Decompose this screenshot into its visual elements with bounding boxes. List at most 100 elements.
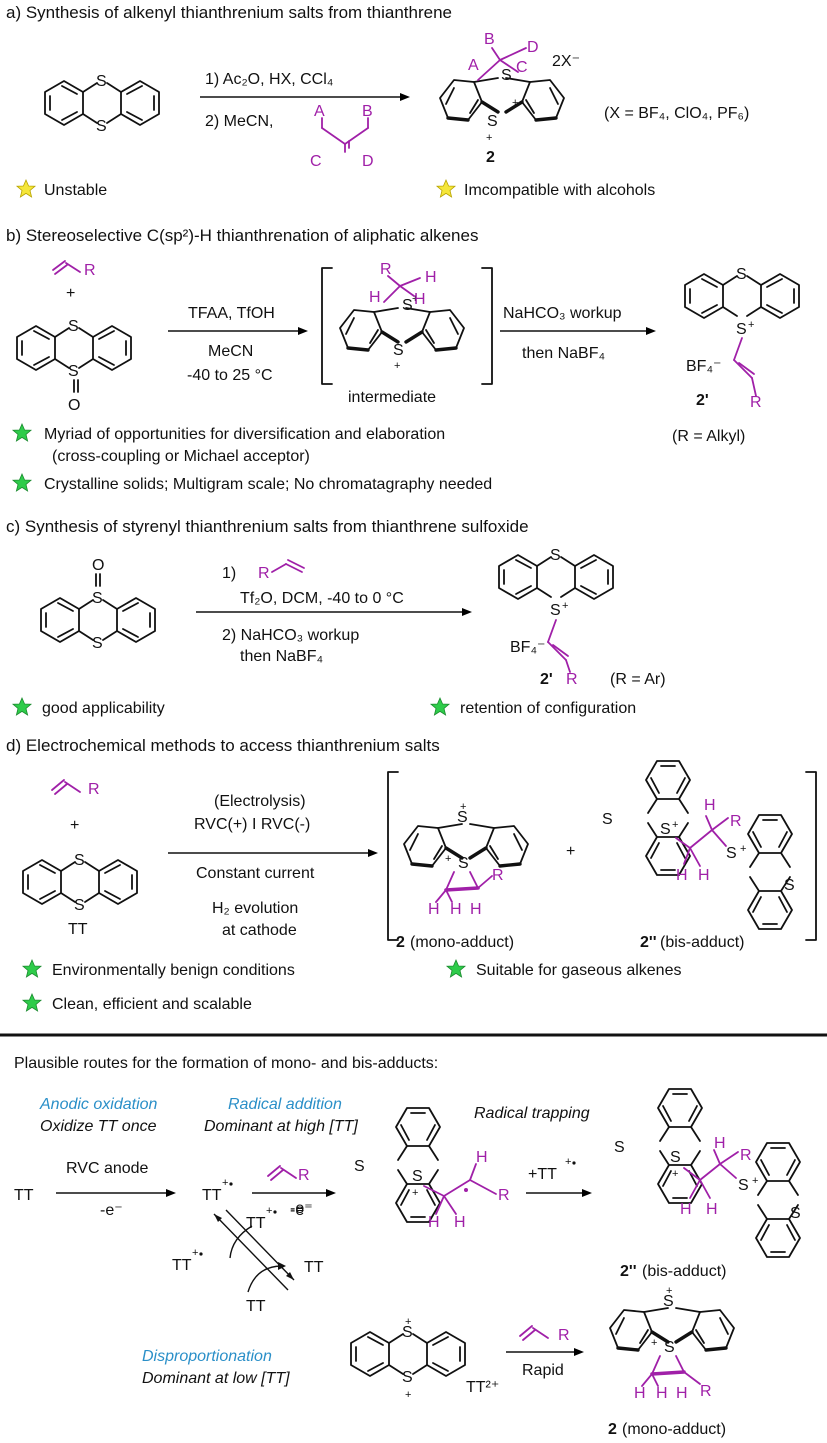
charge-label: + (192, 1247, 198, 1259)
hydrogen-label: H (369, 289, 381, 306)
star-icon (436, 179, 456, 198)
arrow-rapid (506, 1348, 584, 1356)
sulfur-label: S (68, 363, 79, 380)
sulfur-label: S (784, 877, 795, 894)
thianthrene-oxide-b: S S O (17, 318, 131, 414)
r-alkyl-note: (R = Alkyl) (672, 428, 745, 445)
sulfur-label: S (402, 1369, 413, 1386)
charge-label: + (266, 1205, 272, 1217)
tt-dication-structure: S + S + (351, 1316, 465, 1401)
reaction-arrow-b1 (168, 327, 308, 335)
substituent-c: C (516, 59, 528, 76)
substituent-d: D (527, 39, 539, 56)
plus-sign: + (70, 817, 79, 834)
sulfur-label: S (550, 602, 561, 619)
hydrogen-label: H (704, 797, 716, 814)
charge-label: + (412, 293, 418, 305)
minus-e-3: -e⁻ (290, 1202, 313, 1219)
sulfur-label: S (412, 1168, 423, 1185)
alkene-abcd: A B C D (310, 103, 374, 170)
tt-bottom-eq: TT (246, 1298, 266, 1315)
tt-label: TT (246, 1215, 266, 1232)
hydrogen-label: H (680, 1201, 692, 1218)
arrow-radical-trapping (526, 1189, 592, 1197)
star-icon (16, 179, 36, 198)
hydrogen-label: H (714, 1135, 726, 1152)
step-c-2: 2) NaHCO₃ workup (222, 627, 359, 644)
hydrogen-label: H (634, 1385, 646, 1402)
charge-label: + (445, 853, 451, 865)
sulfur-label: S (501, 67, 512, 84)
sulfur-label: S (96, 118, 107, 135)
cond-d-current: Constant current (196, 865, 315, 882)
star-icon (430, 697, 450, 716)
radical-trapping-title: Radical trapping (474, 1105, 590, 1122)
thianthrene-structure-a: S S (45, 73, 159, 135)
thianthrene-tt-d: S S (23, 852, 137, 914)
radical-addition-sub: Dominant at high [TT] (204, 1118, 358, 1135)
hydrogen-label: H (676, 867, 688, 884)
star-icon (22, 959, 42, 978)
substituent-d: D (362, 153, 374, 170)
intermediate-structure: S + S + R H H H (338, 261, 466, 372)
alkene-r-routes: R (267, 1165, 310, 1184)
charge-label: + (405, 1316, 411, 1328)
hydrogen-label: H (698, 867, 710, 884)
sulfur-label: S (736, 266, 747, 283)
substituent-a: A (314, 103, 325, 120)
rapid-label: Rapid (522, 1362, 564, 1379)
section-b-title: b) Stereoselective C(sp²)-H thianthrenat… (6, 226, 478, 245)
arrow-anode (56, 1189, 176, 1197)
product-2-label: 2 (486, 149, 495, 166)
sulfur-label: S (660, 821, 671, 838)
hydrogen-label: H (428, 1214, 440, 1231)
hydrogen-label: H (470, 901, 482, 918)
star-icon (12, 697, 32, 716)
r-group: R (298, 1167, 310, 1184)
mono-num-routes: 2 (608, 1421, 617, 1438)
tt2-label: TT²⁺ (466, 1379, 499, 1396)
alkene-r-rapid: R (519, 1325, 570, 1344)
substituent-a: A (468, 57, 479, 74)
disproportionation-title: Disproportionation (142, 1348, 272, 1365)
substituent-b: B (484, 31, 495, 48)
bis-num-d: 2'' (640, 934, 657, 951)
product-2prime-label-c: 2' (540, 671, 553, 688)
sulfur-label: S (670, 1149, 681, 1166)
bis-label-routes: (bis-adduct) (642, 1263, 726, 1280)
feature-diversification: Myriad of opportunities for diversificat… (44, 426, 445, 443)
hydrogen-label: H (676, 1385, 688, 1402)
charge-label: + (562, 600, 568, 612)
mono-label-d: (mono-adduct) (410, 934, 514, 951)
feature-scalable: Clean, efficient and scalable (52, 996, 252, 1013)
r-group: R (558, 1327, 570, 1344)
sulfur-label: S (402, 297, 413, 314)
reagent-temp: -40 to 25 °C (187, 367, 273, 384)
feature-benign: Environmentally benign conditions (52, 962, 295, 979)
sulfur-label: S (354, 1158, 365, 1175)
feature-gaseous: Suitable for gaseous alkenes (476, 962, 681, 979)
star-icon (12, 423, 32, 442)
bis-adduct-structure-d: S S + H R H H S + S (602, 761, 795, 929)
product-2prime-c: S S + R (499, 547, 613, 688)
charge-label: + (752, 1175, 758, 1187)
feature-applicability: good applicability (42, 700, 165, 717)
tt-radical-cation-3: TT + (172, 1247, 203, 1274)
anodic-oxidation-title: Anodic oxidation (39, 1096, 158, 1113)
sulfur-label: S (663, 1293, 674, 1310)
r-ar-note: (R = Ar) (610, 671, 666, 688)
alkene-r-b: R (52, 260, 96, 279)
charge-label: + (740, 843, 746, 855)
mono-label-routes: (mono-adduct) (622, 1421, 726, 1438)
r-group: R (88, 781, 100, 798)
reaction-arrow-d (168, 849, 378, 857)
reaction-arrow-c (196, 608, 472, 616)
star-icon (22, 993, 42, 1012)
minus-e-1: -e⁻ (100, 1202, 123, 1219)
radical-dot (572, 1161, 576, 1165)
oxygen-label: O (92, 557, 104, 574)
tt-label: TT (202, 1187, 222, 1204)
sulfur-label: S (92, 590, 103, 607)
rvc-anode-label: RVC anode (66, 1160, 149, 1177)
